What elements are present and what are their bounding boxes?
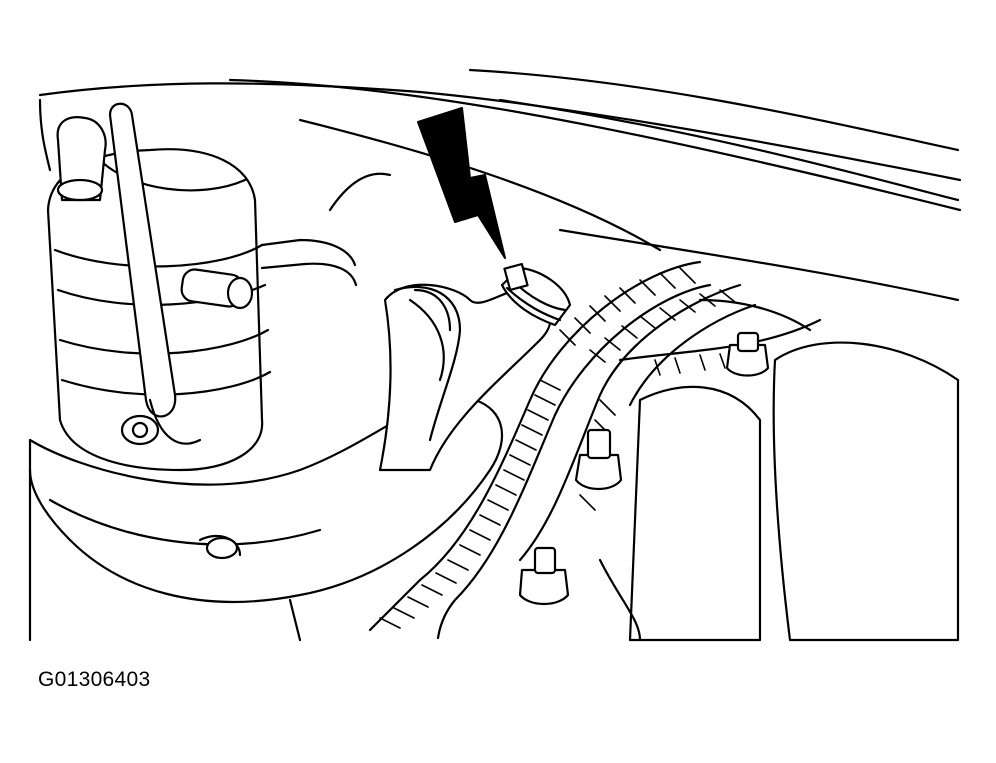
- lower-detail-lines: [28, 468, 642, 642]
- manifold-bolts: [518, 331, 770, 606]
- small-connector: [180, 172, 392, 310]
- intake-manifold: [579, 298, 960, 642]
- bolt: [518, 546, 570, 606]
- upper-radiator-hose: [378, 283, 552, 472]
- hood-edge-lines: [38, 68, 962, 302]
- hose-clamp: [500, 262, 572, 327]
- bolt: [574, 428, 623, 491]
- bolt: [725, 331, 770, 377]
- wiring-harness: [368, 260, 757, 640]
- figure-code: G01306403: [38, 668, 151, 691]
- callout-arrow-icon: [417, 107, 506, 259]
- vertical-tube: [108, 102, 202, 446]
